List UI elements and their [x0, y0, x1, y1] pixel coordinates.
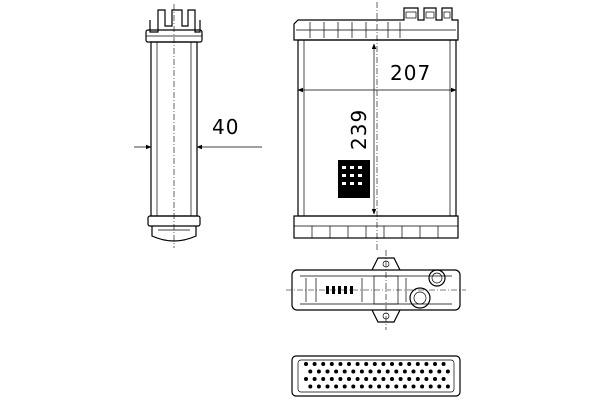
bottom-tank-ribs	[311, 226, 439, 238]
grid-dot	[334, 384, 339, 389]
grid-dot	[325, 384, 330, 389]
depth-dimension: 40	[134, 115, 262, 150]
grid-dot	[394, 384, 399, 389]
grid-dot	[402, 384, 407, 389]
grid-dot	[355, 362, 360, 366]
grid-dot	[321, 377, 326, 381]
grid-dot	[364, 377, 369, 381]
grid-dot	[338, 362, 343, 366]
side-view	[145, 4, 203, 248]
grid-dot	[381, 362, 386, 366]
grid-dot	[445, 384, 450, 389]
grid-dot	[308, 369, 313, 374]
grid-dot	[398, 362, 403, 366]
grid-dot	[334, 369, 339, 374]
grid-dot	[372, 377, 377, 381]
grid-dot	[415, 362, 420, 366]
grid-dot	[372, 362, 377, 366]
grid-dot	[420, 369, 425, 374]
grid-dot	[304, 377, 308, 381]
grid-dot	[325, 369, 330, 374]
grid-dot	[304, 362, 308, 366]
grid-dot	[377, 369, 382, 374]
height-dimension: 239	[347, 43, 377, 215]
grid-dot	[411, 369, 416, 374]
grid-dot	[445, 369, 450, 374]
grid-dot	[329, 362, 334, 366]
grid-dot	[377, 384, 382, 389]
grid-dot	[368, 369, 373, 374]
width-dimension: 207	[297, 61, 457, 93]
grid-dot	[312, 362, 317, 366]
grid-dot	[359, 369, 364, 374]
grid-dot	[342, 384, 347, 389]
grid-dot	[329, 377, 334, 381]
label-block-dots	[342, 166, 362, 185]
grid-dot	[312, 377, 317, 381]
grid-dot	[428, 384, 433, 389]
grid-dot	[415, 377, 420, 381]
grid-dot	[347, 377, 351, 381]
grid-dot	[338, 377, 343, 381]
grid-dot	[347, 362, 351, 366]
grid-dot	[351, 384, 356, 389]
top-view	[286, 250, 466, 330]
grid-dot	[364, 362, 369, 366]
grid-dot	[359, 384, 364, 389]
grid-dot	[316, 369, 321, 374]
height-dimension-label: 239	[347, 109, 371, 150]
grid-dot	[355, 377, 360, 381]
inlet-port	[428, 269, 446, 287]
bottom-view	[291, 355, 461, 397]
grid-dot	[385, 369, 390, 374]
grid-dot	[424, 362, 429, 366]
grid-dot	[321, 362, 326, 366]
grid-dot	[411, 384, 416, 389]
grid-dot	[407, 377, 412, 381]
grid-dot	[351, 369, 356, 374]
grid-dot	[390, 362, 394, 366]
grid-dot	[316, 384, 321, 389]
grid-dot	[398, 377, 403, 381]
grid-dot	[441, 377, 446, 381]
grid-dot	[342, 369, 347, 374]
grid-dot	[394, 369, 399, 374]
grid-dot	[428, 369, 433, 374]
grid-dot	[368, 384, 373, 389]
grid-dot	[437, 384, 442, 389]
grid-dot	[308, 384, 313, 389]
grid-dot	[407, 362, 412, 366]
front-view	[293, 2, 459, 250]
grid-dot	[437, 369, 442, 374]
bottom-view-dot-grid	[304, 362, 450, 389]
top-tank-ribs	[309, 22, 401, 38]
grid-dot	[420, 384, 425, 389]
grid-dot	[381, 377, 386, 381]
grid-dot	[402, 369, 407, 374]
outlet-port	[409, 287, 431, 309]
grid-dot	[441, 362, 446, 366]
grid-dot	[433, 362, 437, 366]
grid-dot	[424, 377, 429, 381]
grid-dot	[433, 377, 437, 381]
grid-dot	[390, 377, 394, 381]
depth-dimension-label: 40	[212, 115, 239, 139]
grid-dot	[385, 384, 390, 389]
core-label-block	[338, 160, 370, 198]
width-dimension-label: 207	[390, 61, 431, 85]
